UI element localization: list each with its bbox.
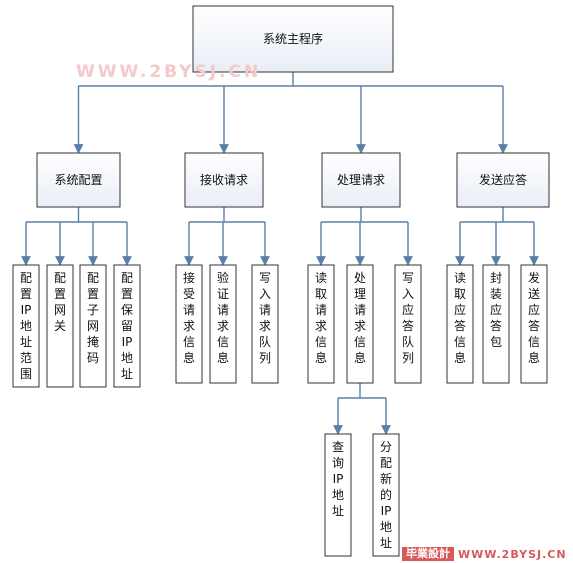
module-2-label: 处理请求 [337,173,385,187]
module-1: 接收请求 [184,152,264,208]
child-1-1: 验证请求信息 [209,264,237,384]
module-1-label: 接收请求 [200,172,248,187]
connectors [21,72,539,435]
child-2-2-label: 写入应答队列 [402,271,414,365]
child-0-2-label: 配置子网掩码 [87,271,99,365]
child-2-1-label: 处理请求信息 [354,271,366,365]
child-1-0-label: 接受请求信息 [183,270,195,365]
child-1-2-label: 写入请求队列 [259,271,271,365]
child-3-0: 读取应答信息 [446,264,474,384]
watermark-top: WWW.2BYSJ.CN [76,62,262,82]
module-3-label: 发送应答 [479,172,527,187]
child-2-0-label: 读取请求信息 [315,271,327,365]
watermark-brand: 毕業設計 [402,547,454,561]
child-3-2-label: 发送应答信息 [528,270,540,365]
child-2-1: 处理请求信息 [346,264,374,384]
module-0-label: 系统配置 [54,173,102,187]
module-0: 系统配置 [36,152,121,208]
child-1-2: 写入请求队列 [251,264,279,384]
child-1-1-label: 验证请求信息 [217,270,229,365]
child-2-2: 写入应答队列 [394,264,422,384]
child-3-0-label: 读取应答信息 [454,271,466,365]
child-3-1: 封装应答包 [482,264,510,384]
module-3: 发送应答 [456,152,550,208]
watermark-bottom: 毕業設計 WWW.2BYSJ.CN [402,547,567,561]
root-node-label: 系统主程序 [263,31,323,46]
child-3-1-label: 封装应答包 [490,271,502,349]
child-1-0: 接受请求信息 [175,264,203,384]
child-0-1-label: 配置网关 [54,271,66,333]
child-2-0: 读取请求信息 [307,264,335,384]
child-0-1: 配置网关 [46,264,74,388]
watermark-site: WWW.2BYSJ.CN [458,547,567,561]
child-3-2: 发送应答信息 [520,264,548,384]
module-2: 处理请求 [321,152,401,208]
root-node: 系统主程序 [192,5,394,73]
child-0-2: 配置子网掩码 [79,264,107,388]
